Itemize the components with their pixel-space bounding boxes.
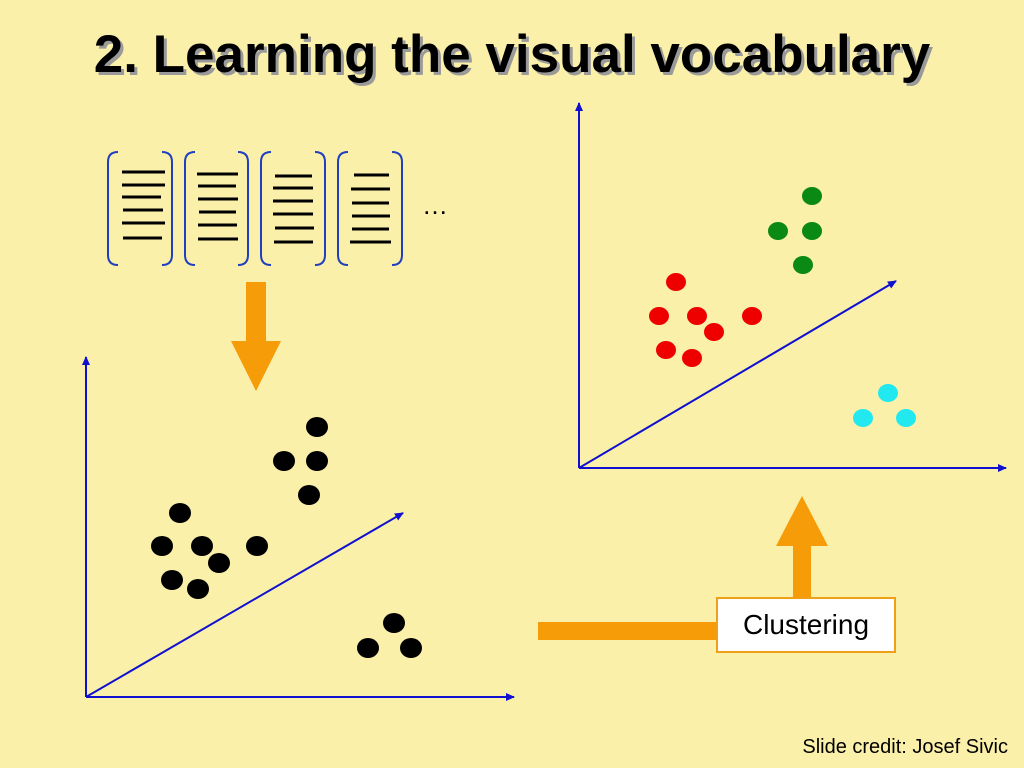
bracket-right [391, 151, 403, 266]
axis-z [578, 280, 897, 469]
cluster-point [878, 384, 898, 402]
feature-point [383, 613, 405, 633]
bracket-right [237, 151, 249, 266]
clustering-arrow [538, 496, 828, 640]
axis-z [85, 512, 404, 698]
feature-point [161, 570, 183, 590]
feature-point [208, 553, 230, 573]
clustered-points [649, 187, 916, 427]
cluster-point [704, 323, 724, 341]
cluster-point [802, 187, 822, 205]
down-arrow [231, 282, 281, 391]
bracket-right [161, 151, 173, 266]
cluster-point [656, 341, 676, 359]
feature-point [306, 451, 328, 471]
bracket-left [184, 151, 196, 266]
cluster-cyan [853, 384, 916, 427]
bracket-right [314, 151, 326, 266]
cluster-point [687, 307, 707, 325]
feature-point [273, 451, 295, 471]
clustering-label: Clustering [716, 597, 896, 653]
unclustered-points [151, 417, 422, 658]
cluster-point [649, 307, 669, 325]
descriptor-vectors [107, 151, 403, 266]
descriptor-vector [337, 151, 403, 266]
feature-point [151, 536, 173, 556]
cluster-green [768, 187, 822, 274]
feature-point [191, 536, 213, 556]
descriptor-vector [184, 151, 249, 266]
feature-point [357, 638, 379, 658]
bracket-left [260, 151, 272, 266]
bracket-left [107, 151, 119, 266]
feature-point [246, 536, 268, 556]
feature-point [169, 503, 191, 523]
slide-credit: Slide credit: Josef Sivic [802, 736, 1008, 758]
descriptor-vector [107, 151, 173, 266]
descriptor-vector [260, 151, 326, 266]
feature-point [400, 638, 422, 658]
feature-point [298, 485, 320, 505]
cluster-point [742, 307, 762, 325]
feature-space-unclustered [82, 356, 515, 701]
descriptor-ellipsis: … [422, 190, 448, 220]
cluster-point [682, 349, 702, 367]
cluster-point [896, 409, 916, 427]
cluster-point [853, 409, 873, 427]
slide-title: 2. Learning the visual vocabulary [93, 25, 931, 84]
feature-point [187, 579, 209, 599]
cluster-point [802, 222, 822, 240]
cluster-point [793, 256, 813, 274]
bracket-left [337, 151, 349, 266]
cluster-point [768, 222, 788, 240]
feature-space-clustered [575, 102, 1007, 472]
feature-point [306, 417, 328, 437]
cluster-point [666, 273, 686, 291]
cluster-red [649, 273, 762, 367]
